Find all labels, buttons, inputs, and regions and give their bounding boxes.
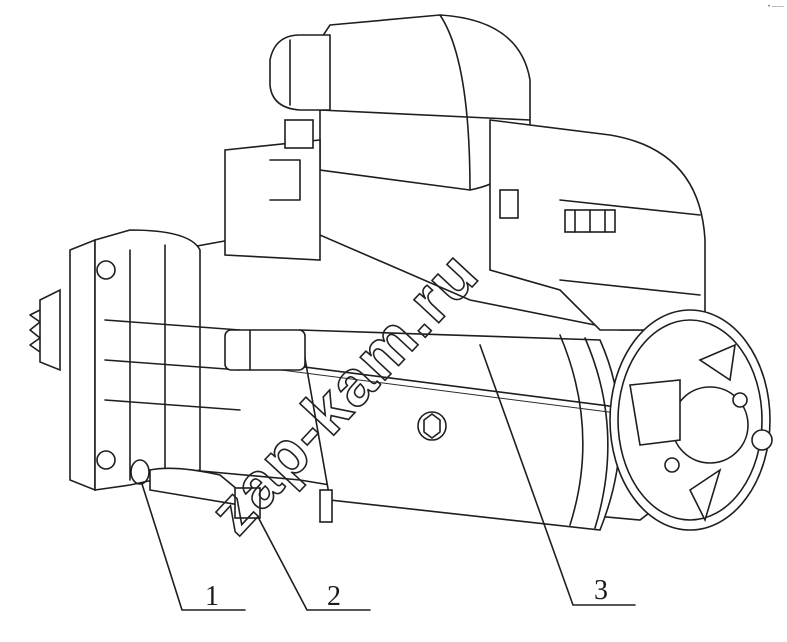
callout-1: 1 (205, 581, 219, 612)
terminal-housing (489, 119, 706, 331)
bolt-head (417, 411, 447, 441)
callout-3: 3 (594, 575, 608, 606)
corner-mark: • —— (768, 4, 784, 10)
end-cap (609, 309, 773, 531)
callout-2: 2 (327, 581, 341, 612)
leader-3 (479, 344, 636, 606)
callout-leaders (130, 344, 636, 611)
solenoid (224, 14, 531, 261)
drive-housing (29, 229, 306, 519)
leader-2 (257, 516, 371, 611)
motor-housing (119, 234, 706, 531)
leader-1 (141, 483, 246, 611)
circlip (130, 459, 150, 485)
